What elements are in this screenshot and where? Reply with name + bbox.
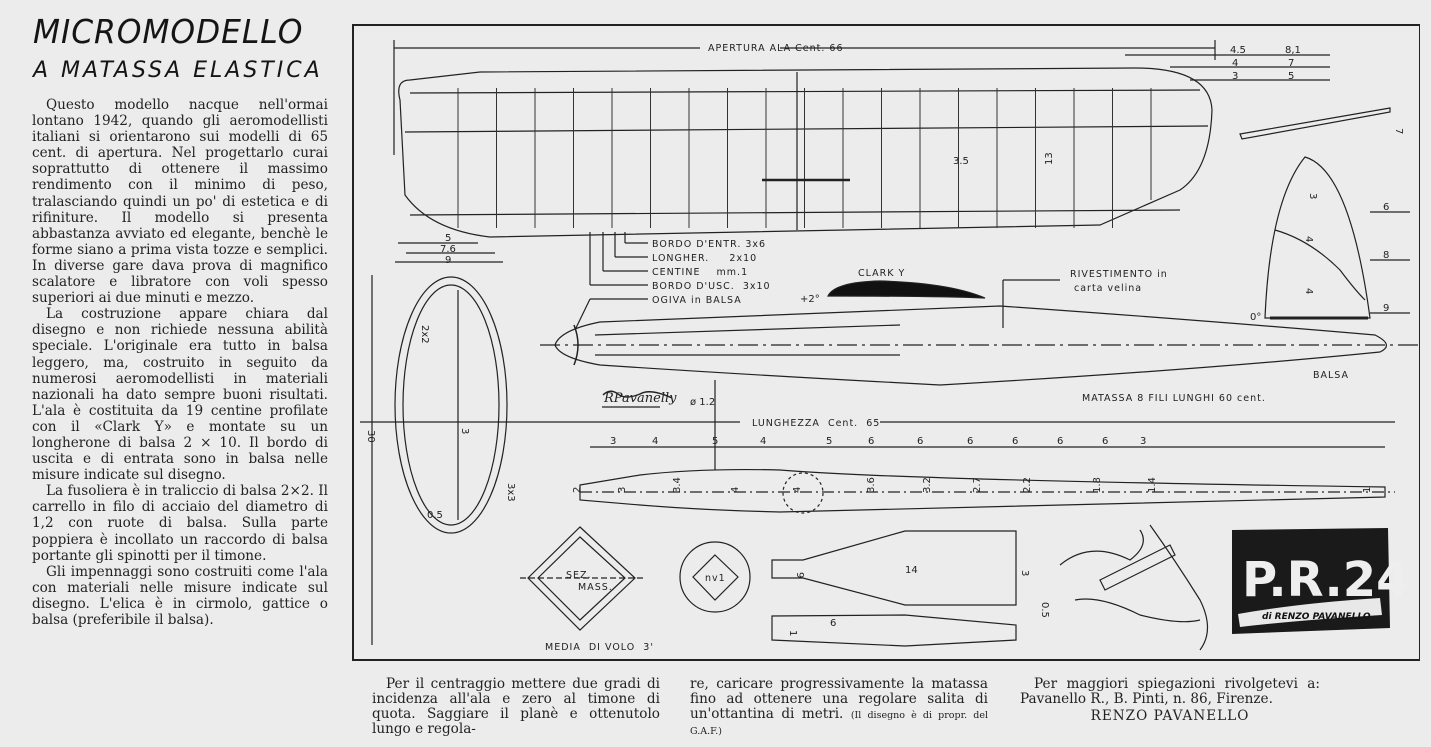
fuselage-height-label: 3 [617,487,628,493]
callout-trailing-edge: BORDO D'USC. 3x10 [652,281,771,292]
dim-dihedral: 7 [1393,128,1404,134]
bottom-column-1: Per il centraggio mettere due gradi di i… [372,677,660,737]
airfoil-label: CLARK Y [858,268,905,279]
author-signature: RENZO PAVANELLO [1090,708,1250,724]
fuselage-height-label: 3.6 [866,477,877,493]
tail-block-label: BALSA [1313,370,1349,381]
article-body: Questo modello nacque nell'ormai lontano… [32,97,328,628]
trimming-text: Per il centraggio mettere due gradi di i… [372,676,660,737]
paragraph: Gli impennaggi sono costruiti come l'ala… [32,563,328,628]
length-label: LUNGHEZZA Cent. 65 [752,418,880,429]
prop-dim-3: 3 [1019,570,1030,576]
prop-dim-6: 6 [830,618,836,629]
callout-ribs: CENTINE mm.1 [652,267,748,278]
fin-dim-8: 8 [1383,250,1389,261]
dim-tip-c2: 5 [1288,71,1294,82]
fuselage-height-label: 2.7 [972,477,983,493]
stab-dim-tip: 3 [459,428,470,434]
fuselage-height-label: 2 [572,487,583,493]
station-spacing-label: 5 [826,436,832,447]
fin-dim-4a: 4 [1303,236,1314,242]
incidence-label: +2° [800,294,820,305]
prop-dim-9: 9 [794,572,805,578]
fuselage-height-label: 1 [1362,487,1373,493]
dim-tip-b1: 4 [1232,58,1238,69]
trimming-text-body: re, caricare progressivamente la matassa… [690,676,988,722]
prop-dim-1: 1 [787,630,798,636]
dim-tip-b2: 7 [1288,58,1294,69]
wingspan-label: APERTURA ALA Cent. 66 [708,43,844,54]
station-spacing-label: 6 [1102,436,1108,447]
article-subtitle: A MATASSA ELASTICA [33,58,323,83]
fuselage-height-label: 3.4 [672,477,683,493]
fuselage-height-label: 4 [792,487,803,493]
station-spacing-label: 4 [760,436,766,447]
bottom-column-2: re, caricare progressivamente la matassa… [690,677,988,739]
covering-label-2: carta velina [1074,283,1142,294]
dim-rib-spacing: 3.5 [953,156,969,167]
fin-incidence: 0° [1250,312,1261,323]
fin-dim-4b: 4 [1303,288,1314,294]
dim-chord: 13 [1044,152,1055,165]
copyright-note: (Il disegno è di propr. del G.A.F.) [690,710,988,737]
station-spacing-label: 6 [1012,436,1018,447]
stab-dim-9: 9 [445,255,451,266]
prop-dim-0.5: 0.5 [1039,602,1050,618]
paragraph: Questo modello nacque nell'ormai lontano… [32,97,328,307]
stab-dim-span: 30 [365,430,376,443]
hub-label: nv1 [705,573,726,584]
stab-dim-le: 2x2 [419,325,430,344]
paragraph: La fusoliera è in traliccio di balsa 2×2… [32,483,328,564]
stab-dim-rib: 0.5 [427,510,443,521]
flight-time-note: MEDIA DI VOLO 3' [545,642,654,653]
station-spacing-label: 3 [610,436,616,447]
station-spacing-label: 3 [1140,436,1146,447]
fuselage-height-label: 2.2 [1022,477,1033,493]
dim-tip-c1: 3 [1232,71,1238,82]
stab-dim-te: 3x3 [505,483,516,502]
bottom-column-3: Per maggiori spiegazioni rivolgetevi a: … [1020,677,1320,724]
callout-nose: OGIVA in BALSA [652,295,742,306]
station-spacing-label: 6 [967,436,973,447]
dim-tip-a2: 8,1 [1285,45,1301,56]
station-spacing-label: 5 [712,436,718,447]
fin-dim-6: 6 [1383,202,1389,213]
fin-dim-9: 9 [1383,303,1389,314]
motor-label: MATASSA 8 FILI LUNGHI 60 cent. [1082,393,1266,404]
station-spacing-label: 6 [868,436,874,447]
callout-leading-edge: BORDO D'ENTR. 3x6 [652,239,766,250]
trimming-text-cont: re, caricare progressivamente la matassa… [690,677,988,739]
wire-diameter: ø 1.2 [690,397,715,408]
fin-dim-3: 3 [1307,193,1318,199]
section-label-1: SEZ. [566,570,592,581]
section-label-2: MASS. [578,582,613,593]
stab-dim-5: 5 [445,233,451,244]
fuselage-height-label: 1.8 [1092,477,1103,493]
paragraph: La costruzione appare chiara dal disegno… [32,306,328,484]
fuselage-height-label: 4 [730,487,741,493]
article-title: MICROMODELLO [33,12,304,51]
designer-signature: RPavanelly [603,391,677,406]
prop-dim-14: 14 [905,565,918,576]
station-spacing-label: 4 [652,436,658,447]
station-spacing-label: 6 [917,436,923,447]
logo-subtitle: di RENZO PAVANELLO [1262,612,1371,622]
fuselage-height-label: 3.2 [922,477,933,493]
contact-text: Per maggiori spiegazioni rivolgetevi a: … [1020,676,1320,707]
station-spacing-label: 6 [1057,436,1063,447]
fuselage-height-label: 1.4 [1147,477,1158,493]
dim-tip-a1: 4.5 [1230,45,1246,56]
stab-dim-7.6: 7.6 [440,244,456,255]
logo-text: P.R.24 [1242,552,1409,608]
drawing-frame [352,24,1420,661]
covering-label-1: RIVESTIMENTO in [1070,269,1168,280]
callout-spar: LONGHER. 2x10 [652,253,757,264]
